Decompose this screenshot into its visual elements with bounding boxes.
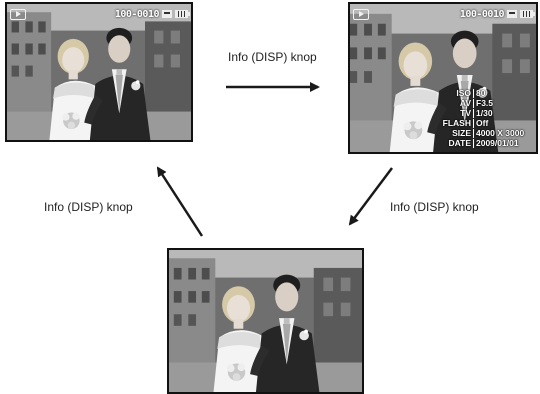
- arrow-down-left: [348, 167, 393, 226]
- file-number: 100-0010: [114, 8, 160, 20]
- info-value: 4000 X 3000: [476, 128, 525, 138]
- info-label: SIZE: [452, 128, 471, 138]
- info-value: 2009/01/01: [476, 138, 519, 148]
- camera-screen-info: 100-0010 ISO 80 AV F3.5 TV 1/30 FLASH Of…: [348, 2, 538, 154]
- file-number: 100-0010: [459, 8, 505, 20]
- info-label: FLASH: [442, 118, 471, 128]
- status-bar: 100-0010: [10, 7, 190, 21]
- info-value: 1/30: [476, 108, 493, 118]
- info-label: AV: [459, 98, 471, 108]
- info-label: ISO: [456, 88, 471, 98]
- info-label: DATE: [448, 138, 471, 148]
- arrow-label-right: Info (DISP) knop: [228, 50, 317, 64]
- info-value: Off: [476, 118, 489, 128]
- memory-icon: [162, 10, 172, 18]
- shooting-info-panel: ISO 80 AV F3.5 TV 1/30 FLASH Off SIZE 40…: [433, 88, 533, 148]
- info-row-date: DATE 2009/01/01: [433, 138, 533, 148]
- info-row-iso: ISO 80: [433, 88, 533, 98]
- memory-icon: [507, 10, 517, 18]
- arrow-up-left: [156, 166, 204, 237]
- battery-icon: [175, 10, 190, 18]
- arrow-label-down-left: Info (DISP) knop: [390, 200, 479, 214]
- info-row-tv: TV 1/30: [433, 108, 533, 118]
- info-value: 80: [476, 88, 486, 98]
- status-bar: 100-0010: [353, 7, 535, 21]
- play-icon: [10, 8, 26, 20]
- info-row-size: SIZE 4000 X 3000: [433, 128, 533, 138]
- info-label: TV: [460, 108, 471, 118]
- info-row-av: AV F3.5: [433, 98, 533, 108]
- camera-screen-clean: [167, 248, 364, 394]
- arrow-label-up-left: Info (DISP) knop: [44, 200, 133, 214]
- info-row-flash: FLASH Off: [433, 118, 533, 128]
- camera-screen-status: 100-0010: [5, 2, 193, 142]
- battery-icon: [520, 10, 535, 18]
- play-icon: [353, 8, 369, 20]
- info-value: F3.5: [476, 98, 494, 108]
